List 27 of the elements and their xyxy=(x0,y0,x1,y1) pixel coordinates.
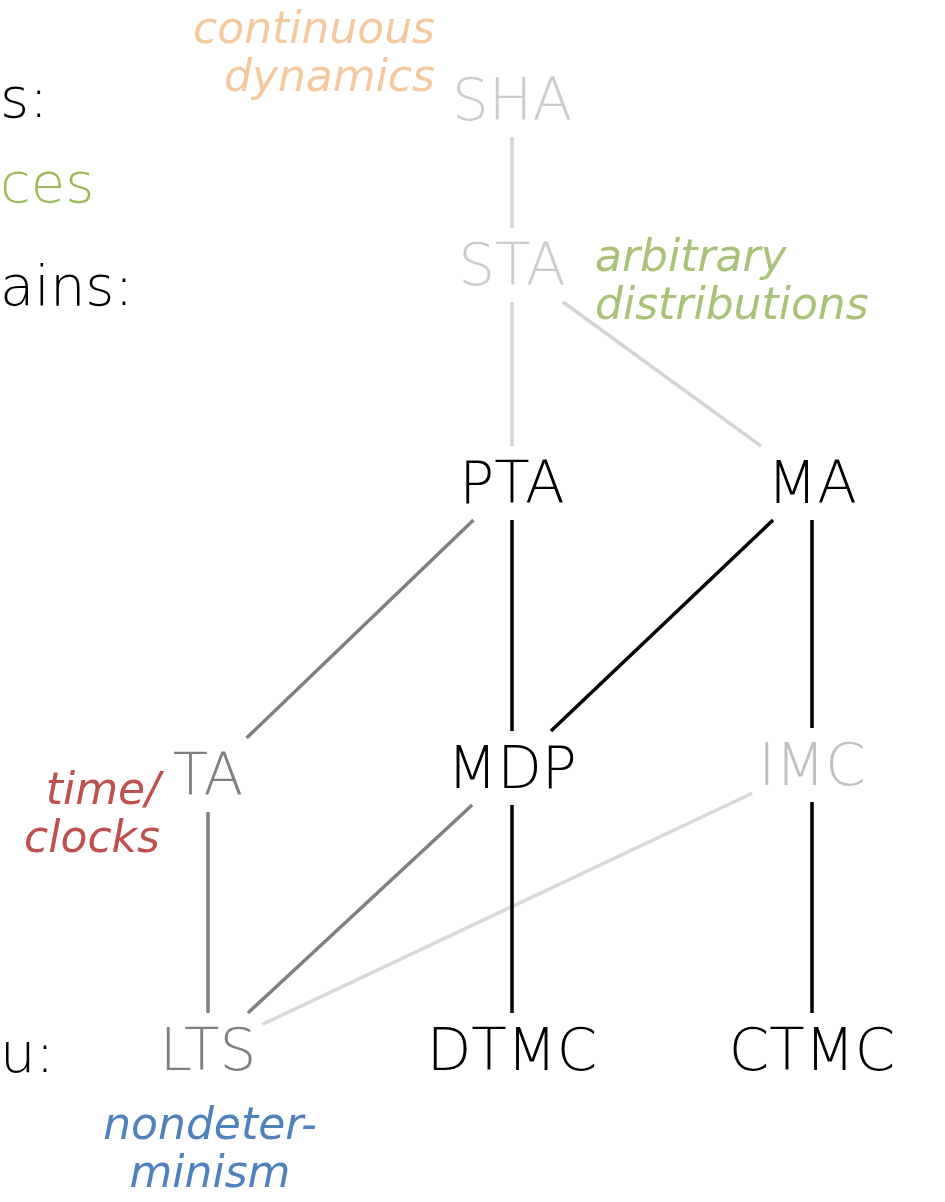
model-label: DTMC xyxy=(420,1013,604,1087)
connector-line xyxy=(510,137,514,228)
connector-line xyxy=(510,302,514,446)
model-label: CTMC xyxy=(722,1013,902,1087)
connector-line xyxy=(549,518,775,733)
model-label: MA xyxy=(761,446,863,520)
annotation-text: continuous dynamics xyxy=(192,4,435,101)
annotation-text: nondeter- minism xyxy=(102,1100,318,1197)
model-label: LTS xyxy=(153,1013,263,1087)
cropped-text: ains: xyxy=(0,258,134,314)
connector-line xyxy=(510,805,514,1013)
connector-line xyxy=(810,802,814,1013)
connector-line xyxy=(561,300,763,448)
connector-line xyxy=(246,803,474,1015)
model-label: TA xyxy=(166,738,250,812)
connector-line xyxy=(245,518,475,740)
model-label: PTA xyxy=(453,446,571,520)
connector-line xyxy=(261,791,753,1026)
model-label: MDP xyxy=(441,731,583,805)
annotation-text: arbitrary distributions xyxy=(595,232,870,329)
model-label: IMC xyxy=(752,728,872,802)
cropped-text: ces xyxy=(0,155,95,211)
cropped-text: u: xyxy=(0,1025,55,1081)
connector-line xyxy=(510,520,514,731)
cropped-text: s: xyxy=(0,70,49,126)
connector-line xyxy=(810,520,814,728)
connector-line xyxy=(206,812,210,1013)
